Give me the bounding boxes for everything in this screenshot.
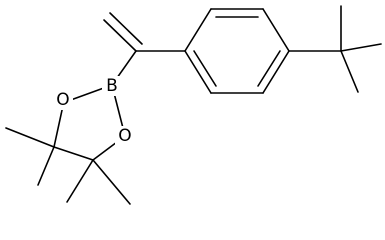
atom-label-oxygen-bottom: O	[115, 126, 135, 146]
oxygen-top-label: O	[56, 90, 69, 110]
ring-bond-1	[184, 8, 212, 52]
methyl-left-lower	[37, 146, 55, 186]
pinacol-methyl-groups	[5, 127, 131, 205]
methyl-left-upper	[5, 127, 55, 148]
ring-inner-double-bond-right	[257, 50, 281, 87]
carbon-carbon-ring-bond	[53, 146, 94, 161]
atom-label-oxygen-top: O	[53, 90, 73, 110]
methyl-bottom-left	[66, 159, 94, 203]
methyl-bottom-right	[92, 159, 131, 205]
chemical-structure-diagram: B O O	[5, 5, 382, 205]
oxygen-bottom-label: O	[118, 126, 131, 146]
ring-bond-6	[184, 50, 212, 94]
vinylidene-group	[103, 12, 186, 86]
terminal-double-bond-outer	[103, 19, 137, 52]
benzene-ring	[184, 8, 290, 94]
ring-inner-double-bond-left	[193, 50, 217, 87]
terminal-double-bond-inner	[109, 12, 143, 45]
atom-label-boron: B	[102, 76, 122, 96]
tert-butyl-group	[288, 5, 382, 93]
ring-bond-4	[262, 50, 290, 94]
tert-butyl-methyl-right	[340, 43, 382, 52]
ring-bond-3	[262, 8, 290, 52]
boron-label: B	[106, 76, 118, 96]
tert-butyl-methyl-down	[340, 50, 359, 93]
